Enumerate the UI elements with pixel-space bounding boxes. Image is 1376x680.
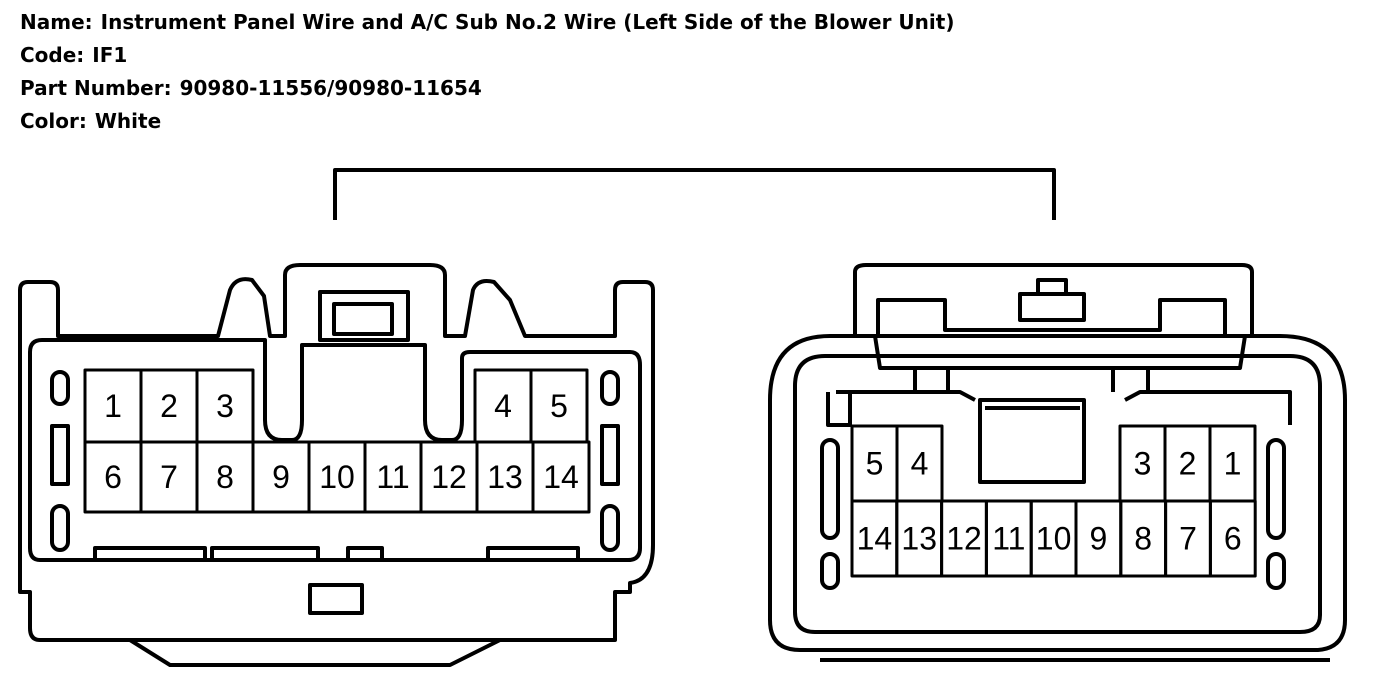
right-pin-number-7: 7 <box>1179 521 1197 557</box>
left-pin-number-11: 11 <box>376 459 409 495</box>
left-pin-number-13: 13 <box>487 459 523 495</box>
left-pin-number-2: 2 <box>160 388 178 424</box>
left-slot-6 <box>600 504 620 552</box>
right-slot-2 <box>820 552 840 590</box>
left-pin-number-7: 7 <box>160 459 178 495</box>
right-pin-number-3: 3 <box>1134 446 1152 482</box>
left-pin-number-4: 4 <box>494 388 512 424</box>
left-slot-5 <box>600 424 620 486</box>
connector-info: Name: Instrument Panel Wire and A/C Sub N… <box>20 6 954 138</box>
right-lock-top <box>1036 278 1068 296</box>
right-pin-number-13: 13 <box>901 521 937 557</box>
code-value: IF1 <box>92 43 128 67</box>
left-pin-number-5: 5 <box>550 388 568 424</box>
left-housing-inner <box>28 338 642 562</box>
code-label: Code: <box>20 43 85 67</box>
name-label: Name: <box>20 10 93 34</box>
left-slot-4 <box>600 370 620 406</box>
right-pin-number-8: 8 <box>1134 521 1152 557</box>
left-pin-cell-14 <box>531 440 591 514</box>
right-pin-number-12: 12 <box>946 521 982 557</box>
right-lock-tab <box>1018 292 1086 322</box>
right-slot-3 <box>1266 438 1286 540</box>
right-pin-number-14: 14 <box>857 521 893 557</box>
left-bottom-base <box>128 638 501 667</box>
left-pin-number-9: 9 <box>272 459 290 495</box>
color-line: Color: White <box>20 105 954 138</box>
left-housing-outer <box>18 263 655 642</box>
part-number-line: Part Number: 90980-11556/90980-11654 <box>20 72 954 105</box>
left-pin-number-14: 14 <box>543 459 579 495</box>
left-lock-tab <box>318 290 410 342</box>
right-pin-number-1: 1 <box>1224 446 1242 482</box>
mating-bracket <box>333 168 1056 220</box>
right-pin-cell-6 <box>1208 499 1257 578</box>
left-pin-number-8: 8 <box>216 459 234 495</box>
left-pin-number-1: 1 <box>104 388 122 424</box>
left-slot-2 <box>50 424 70 486</box>
right-pin-number-10: 10 <box>1036 521 1072 557</box>
right-pin-number-4: 4 <box>911 446 929 482</box>
right-housing-shelf <box>873 335 1247 370</box>
color-value: White <box>94 109 162 133</box>
left-slot-3 <box>50 504 70 552</box>
right-pin-number-2: 2 <box>1179 446 1197 482</box>
right-center-key <box>978 398 1086 484</box>
name-line: Name: Instrument Panel Wire and A/C Sub N… <box>20 6 954 39</box>
left-lock-inner <box>332 302 394 336</box>
right-pin-number-6: 6 <box>1224 521 1242 557</box>
right-inner-frame <box>826 390 1292 427</box>
left-bottom-key <box>308 583 364 615</box>
right-latch-inner <box>876 298 1227 336</box>
left-pin-number-10: 10 <box>319 459 355 495</box>
right-slot-1 <box>820 438 840 540</box>
left-slot-1 <box>50 370 70 406</box>
right-pin-number-9: 9 <box>1090 521 1108 557</box>
left-pin-number-12: 12 <box>431 459 467 495</box>
right-pin-number-11: 11 <box>992 521 1025 557</box>
code-line: Code: IF1 <box>20 39 954 72</box>
right-housing-outer <box>768 334 1347 652</box>
left-pin-number-3: 3 <box>216 388 234 424</box>
right-pin-number-5: 5 <box>866 446 884 482</box>
color-label: Color: <box>20 109 87 133</box>
right-housing-inner <box>793 354 1322 634</box>
left-pin-number-6: 6 <box>104 459 122 495</box>
part-number-value: 90980-11556/90980-11654 <box>179 76 482 100</box>
part-number-label: Part Number: <box>20 76 172 100</box>
left-bottom-notches <box>93 546 580 560</box>
right-slot-4 <box>1266 552 1286 590</box>
right-latch-housing <box>853 263 1254 336</box>
name-value: Instrument Panel Wire and A/C Sub No.2 W… <box>100 10 955 34</box>
